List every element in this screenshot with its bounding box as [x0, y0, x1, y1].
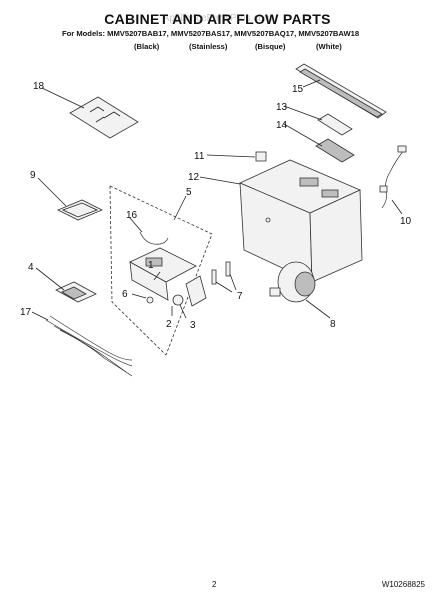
part-17-drawing [31, 311, 133, 377]
part-5-drawing [109, 185, 213, 356]
callout-17: 17 [20, 307, 32, 318]
models-line: For Models: MMV5207BAB17, MMV5207BAS17, … [62, 29, 360, 38]
page-title: CABINET AND AIR FLOW PARTS [104, 11, 331, 27]
part-18-drawing [41, 87, 139, 139]
part-9-drawing [37, 177, 103, 221]
part-8-drawing [269, 261, 331, 319]
watermark: AppliancePartsPros.com [162, 13, 273, 24]
callout-10: 10 [400, 216, 412, 227]
callout-6: 6 [122, 289, 128, 300]
callout-5: 5 [186, 187, 192, 198]
part-15-drawing [295, 63, 387, 119]
part-7-drawing [211, 261, 237, 293]
page-number: 2 [212, 580, 217, 589]
callout-18: 18 [33, 81, 45, 92]
callout-8: 8 [330, 319, 336, 330]
callout-11: 11 [194, 151, 205, 162]
color-white: (White) [316, 42, 342, 51]
callout-13: 13 [276, 102, 288, 113]
callout-16: 16 [126, 210, 138, 221]
callout-14: 14 [276, 120, 288, 131]
part-12-drawing [199, 159, 363, 283]
part-13-drawing [283, 105, 353, 136]
part-4-drawing [35, 267, 97, 303]
callout-3: 3 [190, 320, 196, 331]
color-black: (Black) [134, 42, 160, 51]
callout-4: 4 [28, 262, 34, 273]
color-stainless: (Stainless) [189, 42, 228, 51]
callout-15: 15 [292, 84, 304, 95]
part-16-drawing [129, 217, 169, 245]
callout-1: 1 [148, 260, 154, 271]
part-11-drawing [206, 151, 267, 162]
part-10-drawing [379, 145, 407, 215]
callout-2: 2 [166, 319, 172, 330]
callout-7: 7 [237, 291, 243, 302]
part-14-drawing [283, 123, 355, 163]
color-bisque: (Bisque) [255, 42, 286, 51]
callout-9: 9 [30, 170, 36, 181]
document-number: W10268825 [381, 580, 425, 589]
control-assembly-drawing [129, 247, 207, 319]
callout-12: 12 [188, 172, 200, 183]
